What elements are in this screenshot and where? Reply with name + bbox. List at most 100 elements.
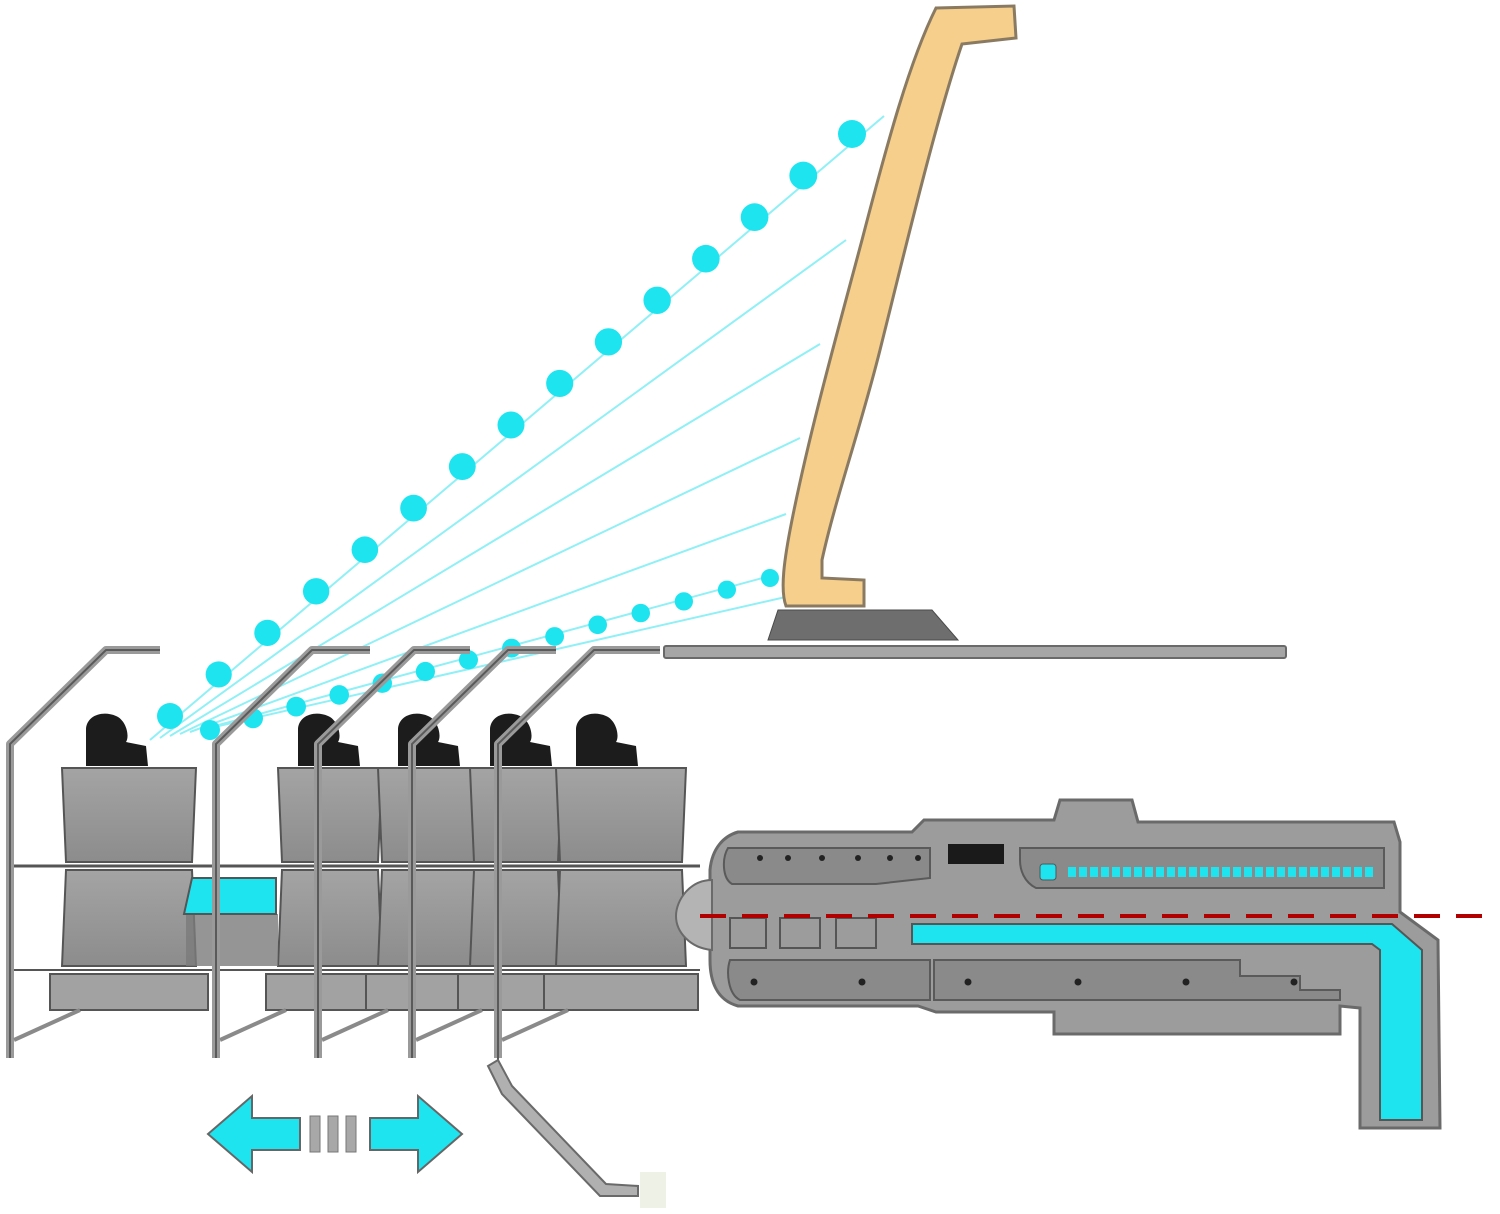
seat <box>365 713 491 1011</box>
beam-dot <box>740 203 769 231</box>
seat-headrest <box>298 713 360 766</box>
beam-dot <box>546 369 574 397</box>
cyan-dash <box>1211 867 1219 877</box>
seat-gap-shadow <box>186 914 278 966</box>
cyan-dash <box>1222 867 1230 877</box>
beam-dot <box>545 627 564 646</box>
bracket-outline <box>9 649 160 1058</box>
light-ray <box>169 343 821 737</box>
cyan-dash <box>1255 867 1263 877</box>
bracket-strut <box>219 1008 287 1042</box>
bracket-outline <box>497 649 660 1062</box>
cyan-dash <box>1200 867 1208 877</box>
horizontal-rail <box>663 645 1287 659</box>
rivet <box>855 855 861 861</box>
beam-dot <box>448 453 476 481</box>
beam-dot <box>838 120 866 148</box>
seat-base <box>49 973 209 1011</box>
seat-back <box>468 767 564 863</box>
seat-cushion <box>276 869 384 967</box>
beam-dot <box>157 703 183 729</box>
beam-dot <box>458 650 479 670</box>
cyan-dash <box>1277 867 1285 877</box>
adjust-lever <box>486 1058 639 1197</box>
cyan-dash <box>1090 867 1098 877</box>
beam-dot <box>674 592 693 611</box>
lever-end-highlight <box>640 1172 666 1208</box>
curved-pillar <box>781 4 1018 608</box>
cyan-dash <box>1233 867 1241 877</box>
cyan-dash <box>1068 867 1076 877</box>
seat-headrest <box>86 713 148 766</box>
rivet <box>1074 978 1082 986</box>
seat-back <box>276 767 384 863</box>
light-ray <box>159 239 847 739</box>
cyan-dash <box>1178 867 1186 877</box>
cyan-dash <box>1112 867 1120 877</box>
cyan-dash <box>1244 867 1252 877</box>
beam-dot <box>594 328 623 356</box>
beam-dot <box>351 536 379 563</box>
double-arrow-left-right-icon <box>206 1093 464 1175</box>
cyan-dash <box>1134 867 1142 877</box>
bracket-strut <box>415 1008 483 1042</box>
cyan-dash <box>1167 867 1175 877</box>
beam-dot <box>717 580 737 599</box>
beam-dot <box>302 578 330 605</box>
cyan-dash <box>1079 867 1087 877</box>
cyan-dash <box>1332 867 1340 877</box>
seat-brackets <box>6 646 660 1062</box>
sensor-slot <box>948 844 1004 864</box>
beam-dot <box>329 685 349 705</box>
rivet <box>1290 978 1298 986</box>
seat-headrest <box>490 713 552 766</box>
cyan-shaft-segment <box>182 877 277 915</box>
beam-dot <box>631 603 650 623</box>
seat-back <box>554 767 688 863</box>
cyan-internal-channel <box>911 923 1423 1121</box>
rivet <box>887 855 893 861</box>
seat <box>49 713 209 1011</box>
bracket-strut <box>501 1008 569 1042</box>
light-ray <box>189 513 787 733</box>
rivet <box>1182 978 1190 986</box>
cyan-dash <box>1299 867 1307 877</box>
bracket-strut <box>13 1008 81 1042</box>
cyan-dash <box>1310 867 1318 877</box>
seat-base <box>543 973 699 1011</box>
seat-cushion <box>376 869 480 967</box>
seat-cushion <box>554 869 688 967</box>
seat-row <box>12 713 700 1011</box>
rivet <box>757 855 763 861</box>
seat-headrest <box>398 713 460 766</box>
beam-dot <box>400 494 427 522</box>
rivet <box>750 978 758 986</box>
beam-dot <box>692 244 720 273</box>
beam-dot <box>588 615 607 635</box>
beam-dot <box>286 696 306 717</box>
cyan-dash <box>1145 867 1153 877</box>
cyan-dash <box>1343 867 1351 877</box>
seat-cushion <box>60 869 198 967</box>
light-ray <box>179 437 801 735</box>
rivet <box>819 855 825 861</box>
cyan-dash <box>1354 867 1362 877</box>
cyan-dash <box>1123 867 1131 877</box>
pillar-base <box>767 609 960 641</box>
cyan-dash <box>1156 867 1164 877</box>
seat <box>265 713 395 1011</box>
cyan-dash <box>1321 867 1329 877</box>
beam-dot <box>643 286 671 314</box>
beam-dot <box>789 161 818 190</box>
beam-dot <box>761 569 779 587</box>
cyan-indicator <box>1039 863 1057 881</box>
rivet <box>785 855 791 861</box>
beam-dot <box>497 411 525 439</box>
cyan-dash <box>1266 867 1274 877</box>
rivet <box>858 978 866 986</box>
beam-dot <box>254 619 281 646</box>
cyan-dash <box>1189 867 1197 877</box>
seat-back <box>376 767 480 863</box>
beam-dot <box>415 661 435 682</box>
cyan-dash <box>1101 867 1109 877</box>
